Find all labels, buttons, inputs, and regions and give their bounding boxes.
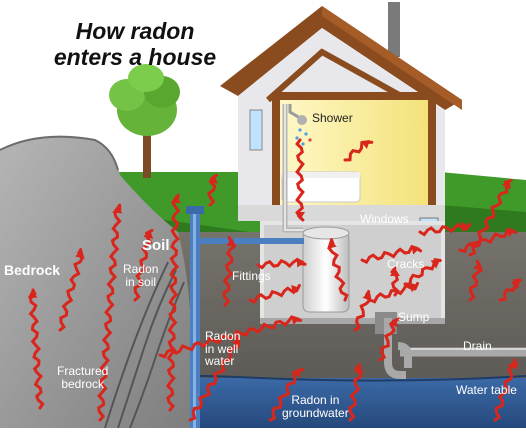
- radon-arrow: [360, 245, 423, 265]
- radon-arrow-head: [362, 292, 372, 302]
- well-pipe-icon: [186, 206, 304, 428]
- radon-arrow-head: [295, 212, 305, 220]
- radon-in-well-water-label: Radon in well water: [205, 329, 241, 369]
- radon-arrow-head: [27, 290, 38, 299]
- radon-arrow: [158, 315, 303, 359]
- radon-arrow: [493, 358, 519, 422]
- radon-arrow: [368, 281, 419, 304]
- radon-in-soil-label: Radon in soil: [123, 262, 159, 289]
- radon-arrow-head: [430, 260, 440, 269]
- shower-label: Shower: [312, 111, 353, 125]
- shower-head-icon: [288, 104, 312, 146]
- bedrock-mass: [0, 136, 192, 428]
- radon-arrow-head: [360, 140, 370, 149]
- water-table-label: Water table: [456, 383, 517, 397]
- radon-arrow: [348, 363, 362, 422]
- fittings-label: Fittings: [232, 269, 271, 283]
- radon-arrow: [188, 335, 241, 422]
- drain-label: Drain: [463, 339, 492, 353]
- radon-arrow-head: [231, 338, 241, 348]
- bedrock-label: Bedrock: [4, 262, 61, 278]
- radon-arrow-head: [501, 180, 511, 190]
- cracks-label: Cracks: [387, 257, 425, 271]
- radon-arrow-head: [112, 205, 123, 214]
- chimney-icon: [388, 2, 400, 57]
- radon-arrow-head: [291, 285, 300, 295]
- bathtub-icon: [281, 171, 361, 203]
- radon-arrow-head: [388, 318, 398, 328]
- radon-arrow-head: [143, 230, 154, 239]
- radon-arrow-head: [353, 365, 364, 374]
- radon-arrow-head: [226, 238, 237, 247]
- radon-arrow-head: [170, 195, 181, 204]
- drain-pipe-icon: [384, 318, 526, 379]
- radon-arrow: [458, 228, 518, 254]
- radon-arrow-head: [411, 244, 420, 255]
- radon-arrow-head: [473, 262, 483, 271]
- radon-arrow: [295, 138, 305, 222]
- radon-arrow-head: [296, 257, 305, 268]
- radon-arrow: [222, 236, 237, 307]
- radon-in-groundwater-label: Radon in groundwater: [282, 393, 349, 420]
- radon-arrow: [28, 288, 45, 410]
- radon-arrow: [418, 222, 472, 237]
- radon-arrow-head: [291, 368, 301, 378]
- radon-arrow: [468, 179, 513, 257]
- radon-arrow-head: [390, 268, 400, 276]
- radon-arrow-head: [510, 280, 520, 290]
- radon-arrow-head: [461, 222, 470, 232]
- radon-arrow: [327, 238, 349, 302]
- radon-arrow: [58, 248, 84, 332]
- radon-arrow-head: [291, 315, 300, 325]
- tree-icon: [109, 64, 180, 178]
- radon-arrow: [97, 203, 122, 422]
- radon-arrow-head: [208, 175, 218, 184]
- radon-arrow: [248, 283, 301, 304]
- windows-label: Windows: [360, 212, 409, 226]
- radon-arrow-head: [327, 240, 337, 249]
- fractured-bedrock-label: Fractured bedrock: [57, 364, 109, 391]
- radon-arrows: [27, 138, 522, 422]
- water-tank-icon: [302, 226, 350, 313]
- radon-arrow: [133, 228, 154, 302]
- radon-arrow: [165, 193, 181, 412]
- ground-floor-slab: [238, 205, 445, 221]
- radon-arrow-head: [75, 250, 85, 259]
- diagram-title: How radon enters a house: [30, 18, 240, 71]
- rock-fracture: [104, 261, 169, 429]
- radon-arrow-head: [507, 360, 518, 370]
- sump-label: Sump: [398, 310, 430, 324]
- soil-label: Soil: [142, 237, 170, 254]
- title-line-1: How radon: [75, 18, 195, 44]
- radon-arrow: [268, 368, 304, 422]
- radon-arrow-head: [505, 228, 515, 238]
- title-line-2: enters a house: [53, 44, 217, 71]
